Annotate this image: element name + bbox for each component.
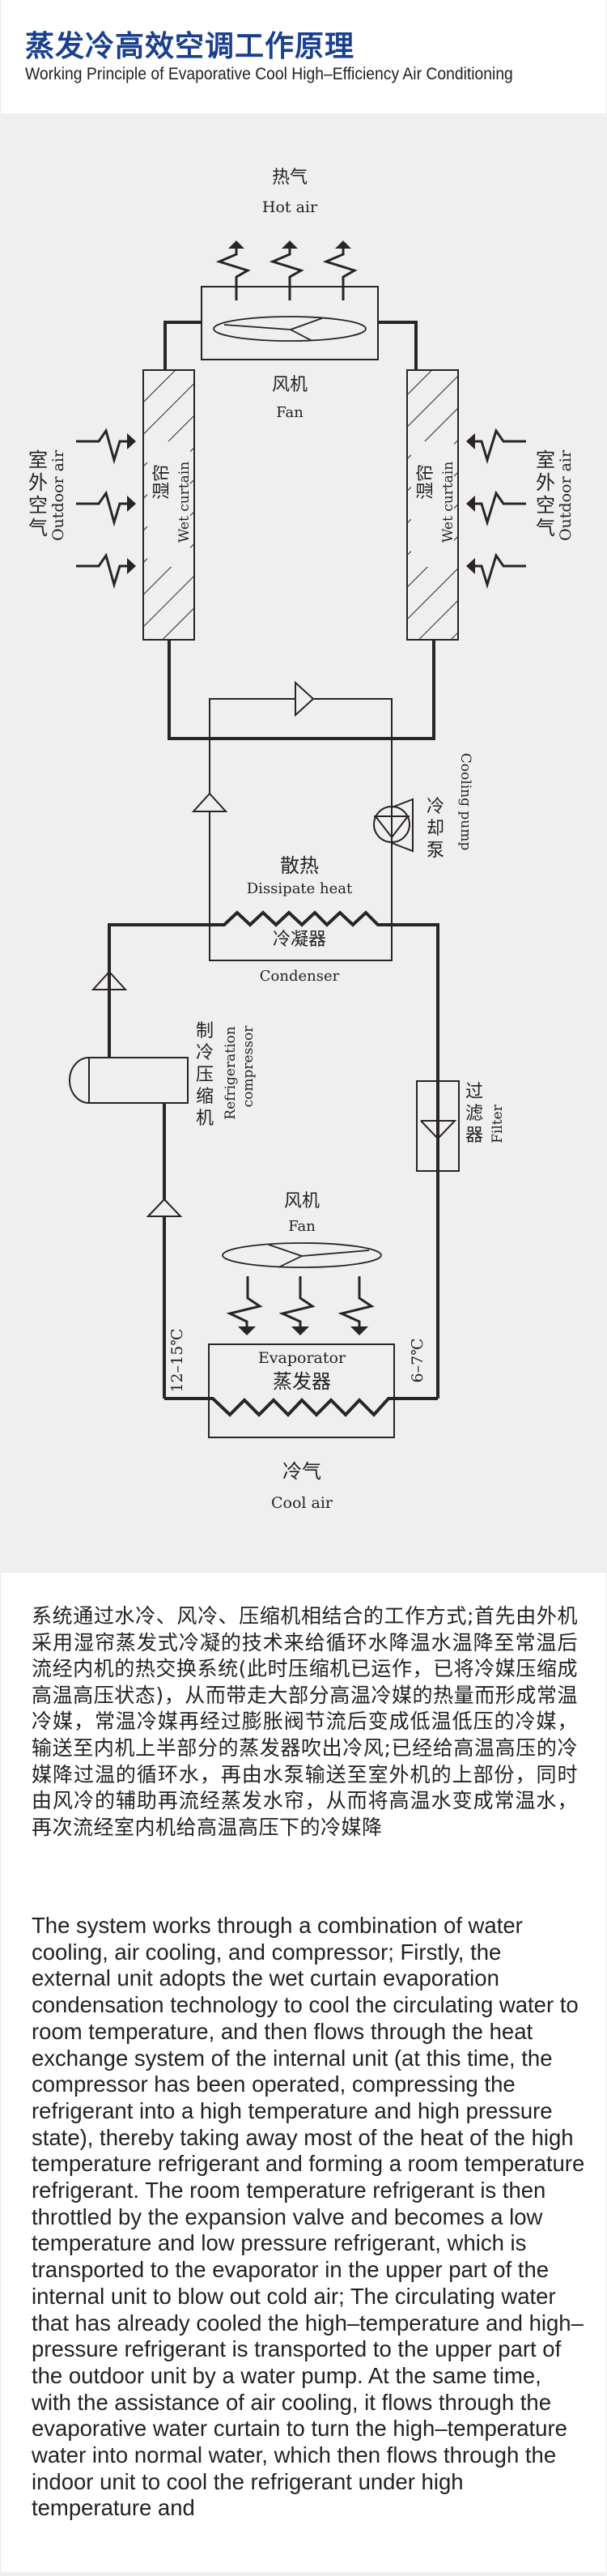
wet-curtain-right-label-cn: 湿帘 <box>416 464 436 500</box>
filter-icon <box>416 1080 460 1172</box>
dissipate-heat-label-cn: 散热 <box>280 854 319 877</box>
outdoor-air-arrows-right <box>466 428 526 590</box>
description-section: 系统通过水冷、风冷、压缩机相结合的工作方式;首先由外机采用湿帘蒸发式冷凝的技术来… <box>0 1573 607 2576</box>
svg-text:室 外 空: 室 外 空 气 <box>28 449 54 539</box>
svg-text:室 外 空: 室 外 空 气 <box>536 449 562 539</box>
filter-label-en: Filter <box>490 1104 506 1143</box>
outdoor-air-left-label-en: Outdoor air <box>49 449 67 541</box>
wet-curtain-left-label-cn: 湿帘 <box>152 464 172 500</box>
dissipate-heat-label-en: Dissipate heat <box>247 880 353 897</box>
evaporator-label-cn: 蒸发器 <box>273 1370 331 1393</box>
wet-curtain-left-label-en: Wet curtain <box>176 462 193 543</box>
compressor-icon <box>69 1057 189 1104</box>
cool-air-label-en: Cool air <box>271 1494 333 1512</box>
outdoor-air-arrows-left <box>76 428 136 590</box>
outdoor-air-right-label-en: Outdoor air <box>557 449 575 541</box>
outlet-temperature-label: 6–7℃ <box>409 1339 427 1383</box>
evaporator-housing <box>208 1343 395 1438</box>
evaporator-coil <box>164 1397 438 1417</box>
fan-icon <box>213 316 367 342</box>
outdoor-fan-label-cn: 风机 <box>272 375 308 395</box>
condenser-label-en: Condenser <box>260 968 340 985</box>
filter-label-cn: 过 滤 器 <box>465 1082 489 1146</box>
page-title: 蒸发冷高效空调工作原理 <box>25 30 355 63</box>
cool-air-label-cn: 冷气 <box>282 1460 321 1483</box>
cooling-pump-icon <box>373 798 414 853</box>
hot-air-arrow-icon <box>215 241 251 300</box>
page-subtitle: Working Principle of Evaporative Cool Hi… <box>25 65 513 83</box>
compressor-label-en-1: Refrigeration <box>223 1026 239 1119</box>
condenser-coil <box>108 910 439 1081</box>
cool-air-arrows <box>226 1276 375 1335</box>
outdoor-air-left-label: 室 外 空 气 Outdoor air <box>28 449 67 541</box>
compressor-label-cn: 制 冷 压 缩 机 <box>196 1021 219 1129</box>
wet-curtain-right-label-en: Wet curtain <box>440 462 456 543</box>
outdoor-air-right-label: 室 外 空 气 Outdoor air <box>536 449 575 541</box>
working-principle-diagram: 热气 Hot air <box>0 113 607 1573</box>
hot-air-label-cn: 热气 <box>272 168 308 188</box>
outdoor-air-arrow-icon <box>466 490 526 527</box>
outdoor-air-arrow-icon <box>76 490 136 527</box>
compressor-label-en-2: compressor <box>240 1025 257 1108</box>
flow-direction-right-icon <box>295 680 315 717</box>
outdoor-pipe-right <box>378 321 418 370</box>
flow-direction-up-icon <box>191 792 228 812</box>
hot-air-arrows <box>215 241 358 300</box>
outdoor-air-arrow-icon <box>466 552 526 590</box>
outdoor-pipe-left <box>163 321 202 370</box>
evaporator-label-en: Evaporator <box>258 1349 346 1367</box>
cool-air-arrow-icon <box>278 1276 316 1335</box>
outdoor-fan-label-en: Fan <box>276 404 304 421</box>
cool-air-arrow-icon <box>337 1276 375 1335</box>
outdoor-air-arrow-icon <box>76 552 136 590</box>
cool-air-arrow-icon <box>226 1276 263 1335</box>
wet-curtain-left <box>142 369 195 641</box>
indoor-fan-label-en: Fan <box>288 1218 316 1235</box>
description-cn: 系统通过水冷、风冷、压缩机相结合的工作方式;首先由外机采用湿帘蒸发式冷凝的技术来… <box>32 1604 578 1839</box>
inlet-temperature-label: 12–15℃ <box>168 1328 186 1392</box>
water-return-pipe <box>168 640 435 740</box>
outdoor-air-arrow-icon <box>76 428 136 465</box>
cooling-pump-label-en: Cooling pump <box>457 753 473 851</box>
fan-icon <box>222 1242 382 1268</box>
indoor-fan-label-cn: 风机 <box>284 1191 320 1211</box>
hot-air-label-en: Hot air <box>262 198 318 216</box>
outdoor-air-arrow-icon <box>466 428 526 465</box>
description-en: The system works through a combination o… <box>32 1913 585 2521</box>
cooling-pump-label-cn: 冷 却 泵 <box>427 797 450 861</box>
page-header: 蒸发冷高效空调工作原理 Working Principle of Evapora… <box>0 0 607 113</box>
flow-direction-up-icon <box>146 1198 183 1217</box>
diagram-svg: 热气 Hot air <box>28 168 575 1512</box>
hot-air-arrow-icon <box>269 241 304 300</box>
outdoor-air-left-cn-1: 室 <box>28 449 48 471</box>
wet-curtain-right <box>406 369 459 641</box>
bottom-divider <box>0 2572 607 2576</box>
condenser-label-cn: 冷凝器 <box>273 930 326 950</box>
hot-air-arrow-icon <box>322 241 358 300</box>
